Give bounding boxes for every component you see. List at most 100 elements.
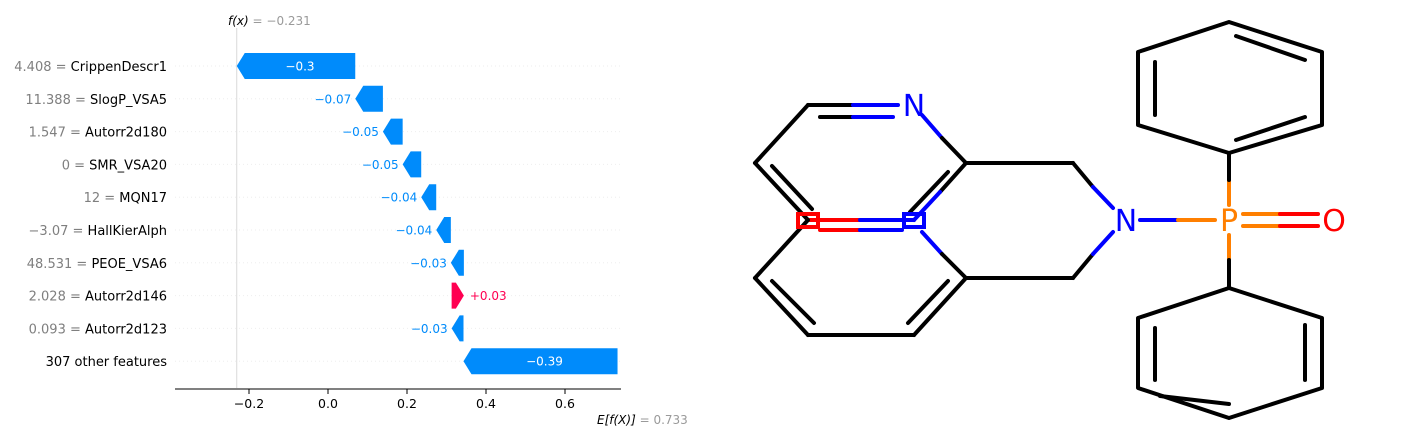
waterfall-bar [421, 184, 437, 211]
bond-inner [1234, 115, 1307, 142]
bond-inner [906, 279, 950, 325]
feature-equals: = [68, 224, 87, 239]
bond-inner [770, 164, 814, 211]
x-tick-label: 0.0 [318, 396, 338, 411]
fx-value: −0.231 [266, 14, 310, 28]
feature-label: 0.093 = Autorr2d123 [29, 322, 167, 337]
phenyl-ring-upper [1136, 20, 1324, 155]
shap-waterfall-chart: 4.408 = CrippenDescr1 11.388 = SlogP_VSA5… [14, 14, 688, 427]
x-tick-label: 0.6 [555, 396, 575, 411]
feature-value: −3.07 [29, 224, 69, 239]
feature-label: 12 = MQN17 [84, 191, 167, 206]
bar-value-label: −0.03 [410, 256, 447, 270]
bond [753, 218, 810, 280]
bar-value-label: −0.05 [362, 158, 399, 172]
atom-n-amine: N [1115, 204, 1137, 239]
feature-value: 11.388 [25, 93, 71, 108]
feature-labels: 4.408 = CrippenDescr1 11.388 = SlogP_VSA5… [14, 60, 167, 370]
feature-value: 2.028 [29, 290, 66, 305]
feature-name: CrippenDescr1 [71, 60, 167, 75]
base-equals: = [636, 413, 654, 427]
bar-value-label: −0.3 [285, 60, 314, 74]
bond [920, 230, 944, 256]
bond [753, 103, 810, 165]
atom-o-glitch [796, 212, 820, 229]
feature-label: −3.07 = HallKierAlph [29, 224, 167, 239]
feature-name: HallKierAlph [88, 224, 167, 239]
fx-equals: = [249, 14, 267, 28]
feature-value: 12 [84, 191, 101, 206]
atom-n-pyridine: N [903, 89, 925, 124]
bond [920, 113, 944, 140]
feature-label: 1.547 = Autorr2d180 [29, 126, 167, 141]
phenyl-ring-lower [1136, 286, 1324, 420]
bond [753, 276, 810, 337]
atom-n-glitch [902, 212, 926, 229]
row-gridlines [175, 65, 621, 362]
bond [912, 276, 968, 337]
feature-name: SlogP_VSA5 [90, 93, 167, 108]
feature-name: Autorr2d180 [85, 126, 167, 141]
feature-label: 4.408 = CrippenDescr1 [14, 60, 167, 75]
bars [236, 53, 618, 375]
bond [940, 252, 968, 280]
atom-p: P [1220, 204, 1238, 239]
expected-value-annotation: E[f(X)] = 0.733 [597, 413, 688, 427]
waterfall-bar [436, 217, 451, 243]
waterfall-bar [355, 85, 383, 112]
waterfall-bar [402, 151, 422, 178]
feature-name: MQN17 [119, 191, 167, 206]
feature-equals: = [66, 322, 85, 337]
feature-equals: = [52, 60, 71, 75]
bond-inner [770, 279, 816, 325]
feature-label: 2.028 = Autorr2d146 [29, 290, 167, 305]
bond-inner [1234, 34, 1307, 62]
base-label: E[f(X)] [597, 413, 636, 427]
feature-value: 0.093 [29, 322, 66, 337]
feature-name: Autorr2d146 [85, 290, 167, 305]
atom-o-oxide: O [1322, 204, 1346, 239]
fx-annotation: f(x) = −0.231 [228, 14, 311, 28]
feature-equals: = [72, 257, 91, 272]
bond [1071, 161, 1095, 189]
feature-label: 0 = SMR_VSA20 [62, 158, 167, 173]
bar-value-label: −0.39 [526, 355, 563, 369]
bond [940, 136, 968, 165]
fx-label: f(x) [228, 14, 249, 28]
feature-equals: = [100, 191, 119, 206]
molecule-structure: N N P O [753, 20, 1346, 420]
feature-equals: = [66, 290, 85, 305]
feature-label: 11.388 = SlogP_VSA5 [25, 93, 167, 108]
feature-equals: = [66, 126, 85, 141]
bond [753, 161, 810, 222]
waterfall-bar [450, 249, 464, 276]
x-tick-label: 0.2 [397, 396, 417, 411]
bond [938, 161, 968, 194]
waterfall-bar [451, 282, 464, 309]
feature-name: 307 other features [46, 355, 168, 370]
bar-value-label: −0.03 [411, 322, 448, 336]
waterfall-bar [463, 348, 618, 375]
waterfall-bar [382, 118, 403, 145]
feature-value: 4.408 [14, 60, 51, 75]
feature-label: 307 other features [46, 355, 168, 370]
feature-name: SMR_VSA20 [89, 158, 167, 173]
feature-label: 48.531 = PEOE_VSA6 [27, 257, 167, 272]
bond [1071, 252, 1095, 280]
bond [1091, 185, 1115, 210]
x-tick-label: 0.4 [476, 396, 496, 411]
bond-inner [908, 170, 950, 214]
waterfall-bar [451, 315, 464, 342]
bar-value-label: −0.04 [380, 191, 417, 205]
feature-equals: = [70, 158, 89, 173]
feature-name: Autorr2d123 [85, 322, 167, 337]
feature-equals: = [71, 93, 90, 108]
bond-inner [1158, 394, 1231, 406]
feature-value: 48.531 [27, 257, 73, 272]
bar-value-label: −0.05 [342, 125, 379, 139]
bar-value-label: −0.04 [395, 224, 432, 238]
feature-name: PEOE_VSA6 [91, 257, 167, 272]
waterfall-bar [236, 53, 356, 79]
